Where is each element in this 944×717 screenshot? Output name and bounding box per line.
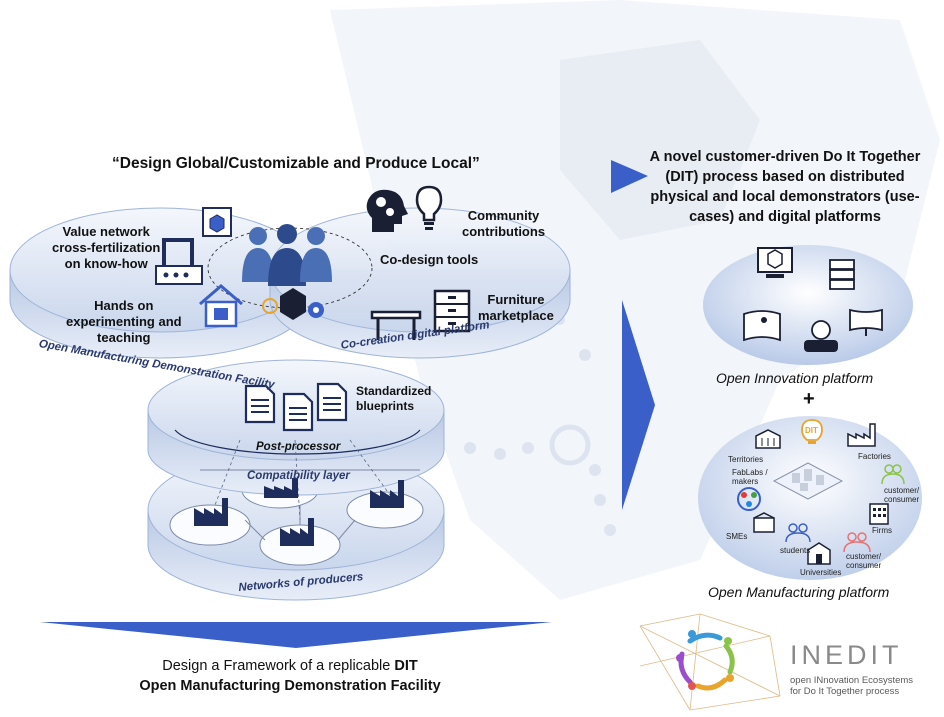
people-group-icon xyxy=(242,224,332,286)
computer-cube-icon xyxy=(757,247,793,278)
blueprints-label: Standardized blueprints xyxy=(356,384,431,414)
hands-on-line: teaching xyxy=(97,330,151,345)
factories-icon xyxy=(847,423,876,447)
right-title-line: cases) and digital platforms xyxy=(689,209,881,225)
dit-lightbulb-icon xyxy=(801,419,823,444)
table-icon xyxy=(370,310,422,340)
inedit-logo-text: INEDIT xyxy=(790,640,903,670)
bottom-caption-line2: Open Manufacturing Demonstration Facilit… xyxy=(139,678,441,694)
fablabs-label: FabLabs / makers xyxy=(732,468,768,486)
curved-monitor-icon xyxy=(849,308,883,336)
vr-headset-icon xyxy=(804,320,838,352)
value-network-line: on know-how xyxy=(64,256,148,271)
title-arrow-icon xyxy=(611,160,648,193)
customer-consumer-icon xyxy=(843,532,871,553)
community-label: Community contributions xyxy=(462,208,545,240)
inedit-subtitle-line: for Do It Together process xyxy=(790,686,900,697)
main-quote-title: “Design Global/Customizable and Produce … xyxy=(112,155,480,172)
server-database-icon xyxy=(829,259,855,290)
compatibility-layer-label: Compatibility layer xyxy=(247,470,350,482)
territories-building-icon xyxy=(755,429,781,449)
smes-label: SMEs xyxy=(726,532,748,541)
factory-icon xyxy=(370,480,404,508)
blueprints-line: Standardized xyxy=(356,384,432,398)
cube-bulb-gear-icon xyxy=(262,288,324,320)
inedit-subtitle: open INnovation Ecosystems for Do It Tog… xyxy=(790,675,913,697)
fablabs-makers-icon xyxy=(737,487,761,511)
post-processor-label: Post-processor xyxy=(256,441,341,453)
drawer-cabinet-icon xyxy=(433,289,471,333)
universities-icon xyxy=(807,542,831,565)
factory-icon xyxy=(194,498,228,526)
customer-label-1: customer/ consumer xyxy=(884,486,920,504)
factory-icon xyxy=(280,518,314,546)
plus-sign: + xyxy=(803,388,815,410)
panorama-vr-icon xyxy=(743,310,781,342)
hands-on-line: experimenting and xyxy=(66,314,182,329)
blueprints-line: blueprints xyxy=(356,399,415,413)
value-network-line: cross-fertilization xyxy=(52,240,161,255)
right-title: A novel customer-driven Do It Together (… xyxy=(626,147,944,227)
right-title-line: physical and local demonstrators (use- xyxy=(650,189,920,205)
head-gears-icon xyxy=(366,189,408,232)
lightbulb-icon xyxy=(415,185,443,230)
bottom-down-arrow xyxy=(40,622,552,648)
value-network-label: Value network cross-fertilization on kno… xyxy=(52,224,160,272)
city-hub-icon xyxy=(772,462,844,500)
factories-label: Factories xyxy=(858,452,891,461)
smes-icon xyxy=(753,512,775,533)
bottom-caption: Design a Framework of a replicable DIT O… xyxy=(90,656,490,696)
customer-label-2: customer/ consumer xyxy=(846,552,882,570)
hands-on-label: Hands on experimenting and teaching xyxy=(66,298,182,346)
furniture-line: marketplace xyxy=(478,308,554,323)
3d-printer-box-icon xyxy=(202,207,232,237)
factory-icon xyxy=(264,478,298,498)
furniture-label: Furniture marketplace xyxy=(478,292,554,324)
bottom-caption-line1: Design a Framework of a replicable DIT xyxy=(90,656,490,676)
firms-icon xyxy=(869,503,889,525)
furniture-line: Furniture xyxy=(487,292,545,307)
customer-consumer-icon xyxy=(881,464,905,485)
inedit-subtitle-line: open INnovation Ecosystems xyxy=(790,675,914,686)
blueprints-documents-icon xyxy=(244,382,348,432)
community-line: contributions xyxy=(462,224,546,239)
dit-badge-label: DIT xyxy=(805,426,818,435)
right-disc xyxy=(269,207,571,359)
value-network-line: Value network xyxy=(62,224,150,239)
right-title-line: (DIT) process based on distributed xyxy=(665,169,905,185)
community-line: Community xyxy=(467,208,540,223)
firms-label: Firms xyxy=(872,526,892,535)
inedit-logo-icon xyxy=(639,613,781,711)
right-title-line: A novel customer-driven Do It Together xyxy=(649,149,921,165)
open-manufacturing-label: Open Manufacturing platform xyxy=(708,584,890,600)
big-right-arrow xyxy=(622,300,655,510)
caption-dit: DIT xyxy=(394,658,418,674)
students-icon xyxy=(785,523,811,543)
caption-prefix: Design a Framework of a replicable xyxy=(162,658,395,674)
hands-on-line: Hands on xyxy=(94,298,154,313)
robotic-machine-icon xyxy=(155,238,203,285)
codesign-label: Co-design tools xyxy=(380,252,479,267)
open-innovation-label: Open Innovation platform xyxy=(716,370,874,386)
universities-label: Universities xyxy=(800,568,842,577)
students-label: students xyxy=(780,546,811,555)
smart-house-chip-icon xyxy=(199,284,243,328)
territories-label: Territories xyxy=(728,455,764,464)
